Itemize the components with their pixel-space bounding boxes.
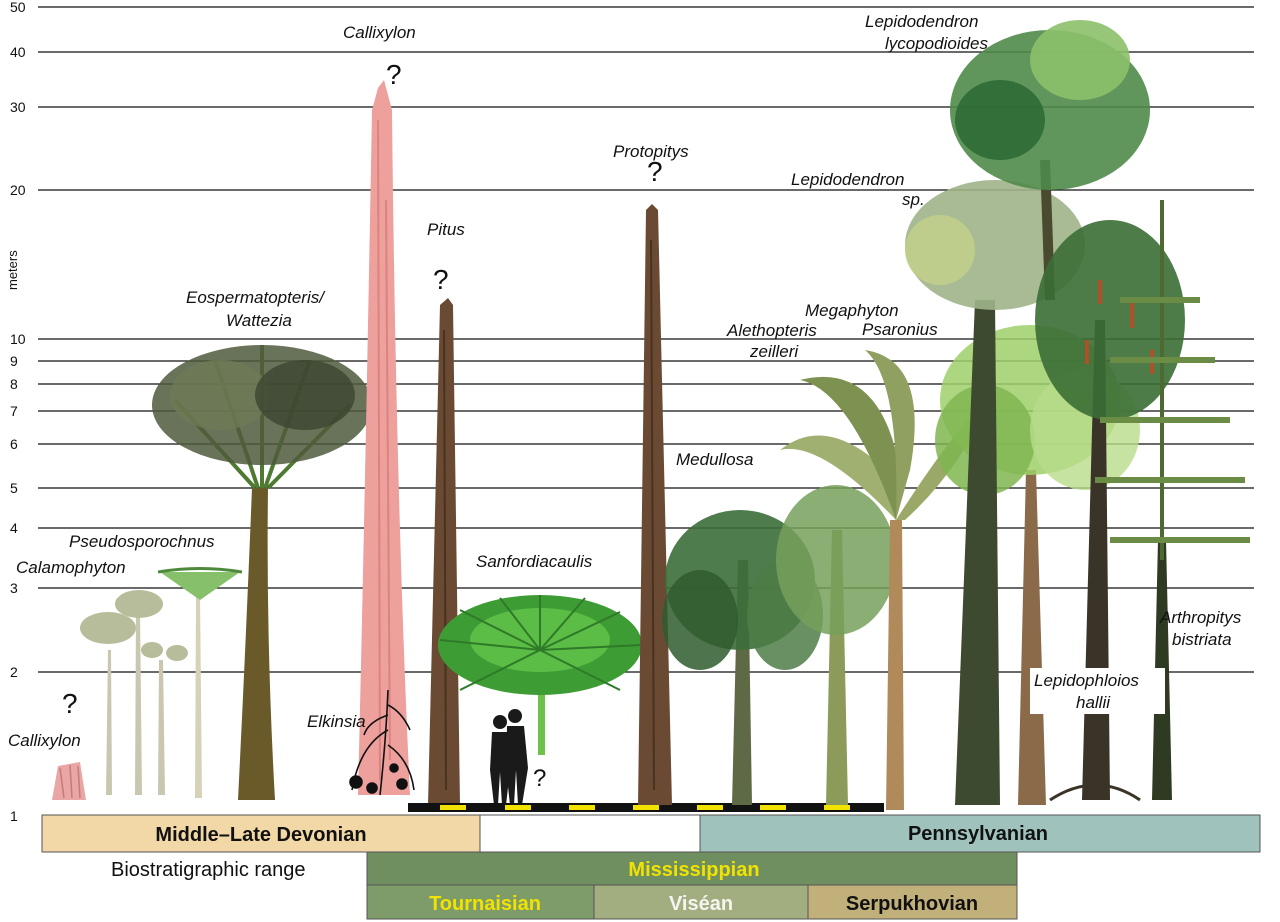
arthropitys-illustration	[1095, 200, 1250, 800]
label-sanfordiacaulis: Sanfordiacaulis	[476, 552, 593, 571]
protopitys-illustration	[638, 204, 672, 805]
lepidodendron-lycopodioides-illustration	[950, 20, 1150, 300]
mississippian-label: Mississippian	[628, 859, 759, 881]
tick-label: 1	[10, 808, 18, 824]
tick-label: 3	[10, 580, 18, 596]
question-mark: ?	[647, 156, 663, 187]
label-elkinsia: Elkinsia	[307, 712, 366, 731]
tick-label: 7	[10, 403, 18, 419]
label-medullosa: Medullosa	[676, 450, 754, 469]
label-lepidodendron-sp: Lepidodendron	[791, 170, 904, 189]
devonian-bar	[41, 814, 481, 853]
elkinsia-illustration	[349, 689, 415, 796]
tick-label: 10	[10, 331, 26, 347]
label-eospermatopteris: Eospermatopteris/	[186, 288, 326, 307]
period-bars: Middle–Late Devonian Pennsylvanian Biost…	[41, 814, 1261, 920]
alethopteris-illustration	[776, 485, 896, 805]
label-bistriata: bistriata	[1172, 630, 1232, 649]
mississippian-bar	[366, 851, 1018, 886]
callixylon-stump-illustration	[52, 762, 86, 800]
tick-label: 30	[10, 99, 26, 115]
label-protopitys: Protopitys	[613, 142, 689, 161]
eospermatopteris-illustration	[152, 345, 372, 800]
pennsylvanian-label: Pennsylvanian	[908, 823, 1048, 845]
scale-bar	[408, 803, 884, 812]
pitus-illustration	[428, 298, 460, 805]
question-mark: ?	[433, 264, 449, 295]
y-axis-label: meters	[5, 250, 20, 290]
label-pseudosporochnus: Pseudosporochnus	[69, 532, 215, 551]
taxon-labels: Callixylon Calamophyton Pseudosporochnus…	[8, 12, 1242, 750]
serpukhovian-label: Serpukhovian	[846, 893, 978, 915]
label-wattezia: Wattezia	[226, 311, 292, 330]
tick-label: 6	[10, 436, 18, 452]
gap-bar	[479, 814, 701, 853]
label-lepidophloios: Lepidophloios	[1034, 671, 1139, 690]
uncertainty-marks: ? ? ? ? ?	[62, 59, 663, 792]
tick-label: 8	[10, 376, 18, 392]
lepidodendron-sp-illustration	[905, 180, 1085, 805]
y-axis: 50 40 30 20 10 9 8 7 6 5 4 3 2 1 meters	[5, 0, 26, 824]
label-arthropitys: Arthropitys	[1159, 608, 1242, 627]
label-psaronius: Psaronius	[862, 320, 938, 339]
tick-label: 5	[10, 480, 18, 496]
tournaisian-label: Tournaisian	[429, 893, 541, 915]
label-callixylon-tall: Callixylon	[343, 23, 416, 42]
calamophyton-illustration	[80, 590, 188, 795]
tick-label: 20	[10, 182, 26, 198]
pennsylvanian-bar	[699, 814, 1261, 853]
label-lepidodendron-lyco: Lepidodendron	[865, 12, 978, 31]
label-calamophyton: Calamophyton	[16, 558, 126, 577]
label-callixylon-stump: Callixylon	[8, 731, 81, 750]
pseudosporochnus-illustration	[157, 567, 243, 798]
visean-label: Viséan	[669, 893, 733, 915]
question-mark: ?	[62, 688, 78, 719]
tick-label: 9	[10, 353, 18, 369]
sanfordiacaulis-illustration	[438, 595, 642, 755]
label-lepidodendron-sp-2: sp.	[902, 190, 925, 209]
tick-label: 4	[10, 520, 18, 536]
label-lycopodioides: lycopodioides	[885, 34, 989, 53]
callixylon-trunk-illustration	[358, 80, 410, 795]
label-pitus: Pitus	[427, 220, 465, 239]
devonian-label: Middle–Late Devonian	[155, 824, 366, 846]
question-mark: ?	[533, 765, 546, 792]
biostratigraphic-range-label: Biostratigraphic range	[111, 859, 306, 881]
label-zeilleri: zeilleri	[749, 342, 799, 361]
label-alethopteris: Alethopteris	[726, 321, 817, 340]
label-megaphyton: Megaphyton	[805, 301, 899, 320]
tick-label: 2	[10, 664, 18, 680]
tick-label: 40	[10, 44, 26, 60]
tick-label: 50	[10, 0, 26, 15]
question-mark: ?	[386, 59, 402, 90]
serpukhovian-bar	[807, 884, 1018, 920]
label-hallii: hallii	[1076, 693, 1111, 712]
visean-bar	[593, 884, 809, 920]
human-scale-silhouettes	[490, 709, 528, 805]
